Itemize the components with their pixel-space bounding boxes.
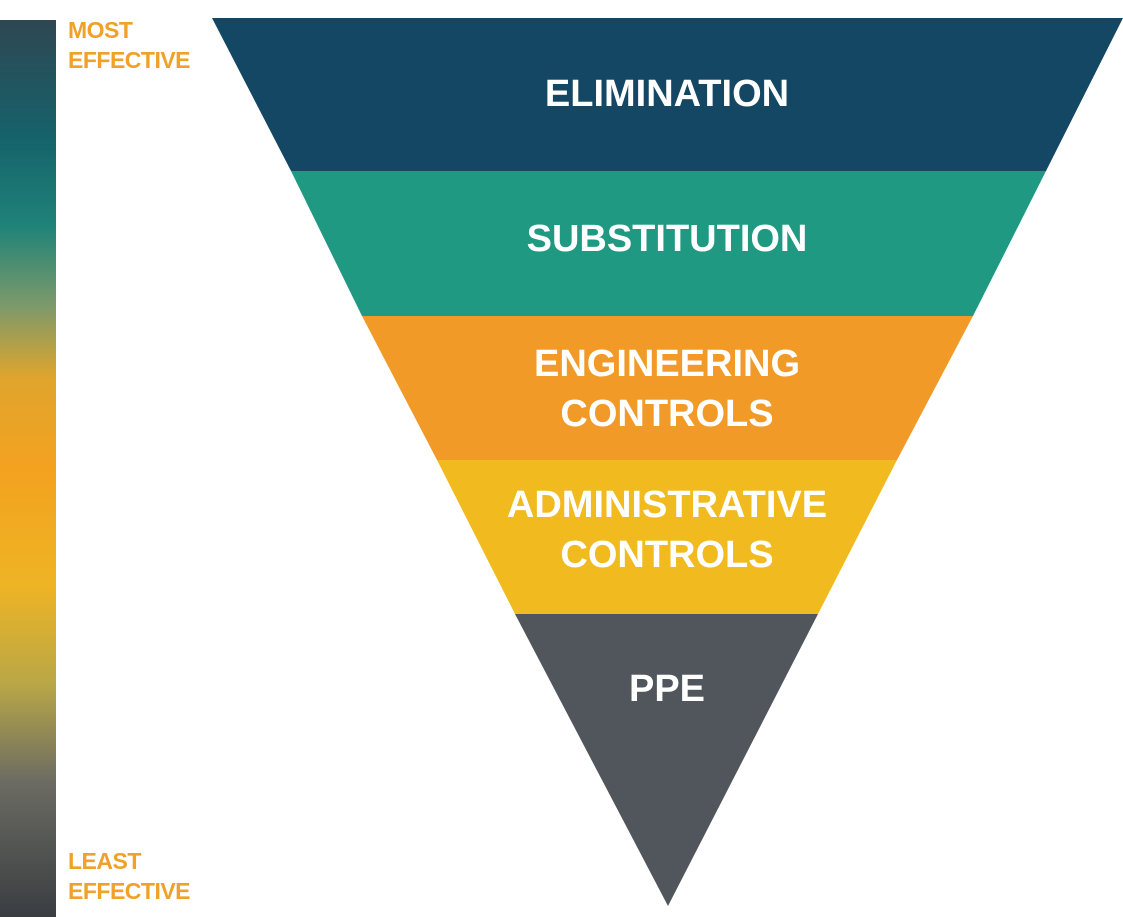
level-elimination-band: [212, 18, 1123, 171]
most-effective-line2: EFFECTIVE: [68, 47, 191, 73]
least-effective-line2: EFFECTIVE: [68, 878, 191, 904]
level-engineering-controls-label: ENGINEERING CONTROLS: [420, 339, 914, 439]
most-effective-label: MOST EFFECTIVE: [68, 15, 191, 75]
level-administrative-controls-label: ADMINISTRATIVE CONTROLS: [420, 480, 914, 580]
level-ppe-band: [515, 614, 818, 906]
level-elimination-line1: ELIMINATION: [544, 73, 790, 115]
level-engineering-controls-line1: ENGINEERING: [533, 343, 801, 385]
effectiveness-gradient-bar: [0, 20, 56, 917]
least-effective-label: LEAST EFFECTIVE: [68, 846, 191, 906]
most-effective-line1: MOST: [68, 17, 133, 43]
level-substitution-line1: SUBSTITUTION: [526, 218, 808, 260]
level-elimination-label: ELIMINATION: [420, 69, 914, 119]
level-ppe-label: PPE: [420, 664, 914, 714]
level-administrative-controls-line1: ADMINISTRATIVE: [506, 484, 828, 526]
level-substitution-label: SUBSTITUTION: [420, 214, 914, 264]
level-substitution-band: [291, 171, 1046, 316]
level-administrative-controls-line2: CONTROLS: [560, 534, 774, 576]
level-engineering-controls-band: [362, 316, 973, 460]
least-effective-line1: LEAST: [68, 848, 141, 874]
level-engineering-controls-line2: CONTROLS: [560, 393, 774, 435]
level-administrative-controls-band: [437, 460, 897, 614]
level-ppe-line1: PPE: [628, 668, 706, 710]
